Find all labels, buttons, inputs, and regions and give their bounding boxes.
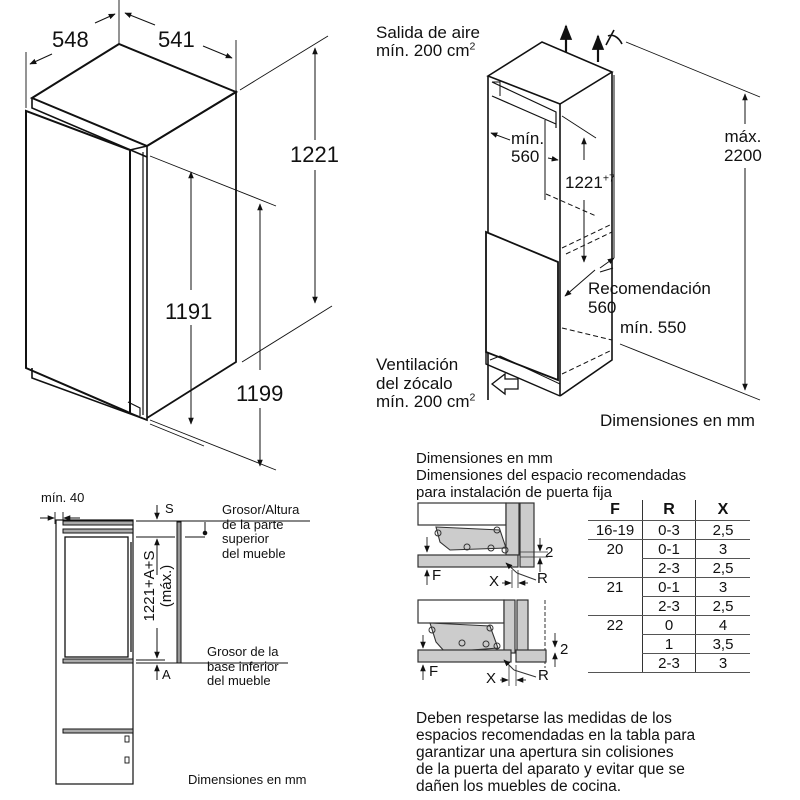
table-header-row: F R X: [588, 500, 750, 521]
air-outlet-label: Salida de aire mín. 200 cm2: [376, 23, 480, 61]
door-height-label: 1191: [165, 299, 213, 324]
depth-label: 541: [158, 27, 195, 52]
table-row: 16-19 0-3 2,5: [588, 520, 750, 540]
bottom-thickness-label: Grosor de la base inferior del mueble: [207, 644, 279, 689]
min-depth-label: mín. 550: [620, 318, 687, 337]
hinge-detail-2: [417, 599, 558, 686]
header-x: X: [695, 500, 750, 521]
hinge-detail-1: [417, 502, 548, 588]
header-r: R: [642, 500, 696, 521]
hinge2-r-label: R: [538, 667, 549, 684]
hinge2-f-label: F: [429, 663, 439, 680]
a-label: A: [162, 667, 171, 682]
gap-table-title: Dimensiones en mm Dimensiones del espaci…: [416, 450, 687, 501]
table-row: 2-3 2,5: [588, 596, 750, 616]
body-height-label: 1199: [236, 381, 284, 406]
installation-note: Deben respetarse las medidas de los espa…: [416, 710, 696, 795]
s-label: S: [165, 501, 174, 516]
hinge1-r-label: R: [537, 570, 548, 587]
units-note-bottom: Dimensiones en mm: [188, 772, 307, 787]
hinge1-x-label: X: [489, 573, 500, 590]
table-row: 20 0-1 3: [588, 539, 750, 559]
recommendation-label: Recomendación 560: [588, 279, 711, 317]
total-height-label: 1221: [290, 142, 339, 167]
table-row: 1 3,5: [588, 634, 750, 654]
plinth-vent-label: Ventilación del zócalo mín. 200 cm2: [376, 355, 476, 412]
niche-drawing: [485, 24, 761, 401]
table-row: 22 0 4: [588, 615, 750, 635]
hinge1-gap-label: 2: [545, 544, 554, 561]
table-row: 2-3 3: [588, 653, 750, 673]
hinge2-x-label: X: [486, 670, 497, 687]
vertical-dimension-label: 1221+A+S (máx.): [141, 550, 175, 622]
max-height-label: máx. 2200: [724, 127, 762, 165]
side-section-drawing: [40, 505, 310, 785]
hinge1-f-label: F: [432, 567, 442, 584]
gap-table: F R X 16-19 0-3 2,5 20 0-1 3 2-3 2,5 21 …: [588, 500, 750, 673]
min-gap-label: mín. 40: [41, 490, 85, 505]
width-label: 548: [52, 27, 89, 52]
table-row: 21 0-1 3: [588, 577, 750, 597]
min-width-label: mín. 560: [511, 129, 545, 166]
table-row: 2-3 2,5: [588, 558, 750, 578]
niche-height-label: 1221+7: [565, 172, 615, 192]
header-f: F: [588, 500, 643, 521]
appliance-drawing: [25, 0, 333, 471]
units-note-top: Dimensiones en mm: [600, 411, 755, 430]
top-thickness-label: Grosor/Altura de la parte superior del m…: [222, 502, 300, 561]
hinge2-gap-label: 2: [560, 641, 569, 658]
